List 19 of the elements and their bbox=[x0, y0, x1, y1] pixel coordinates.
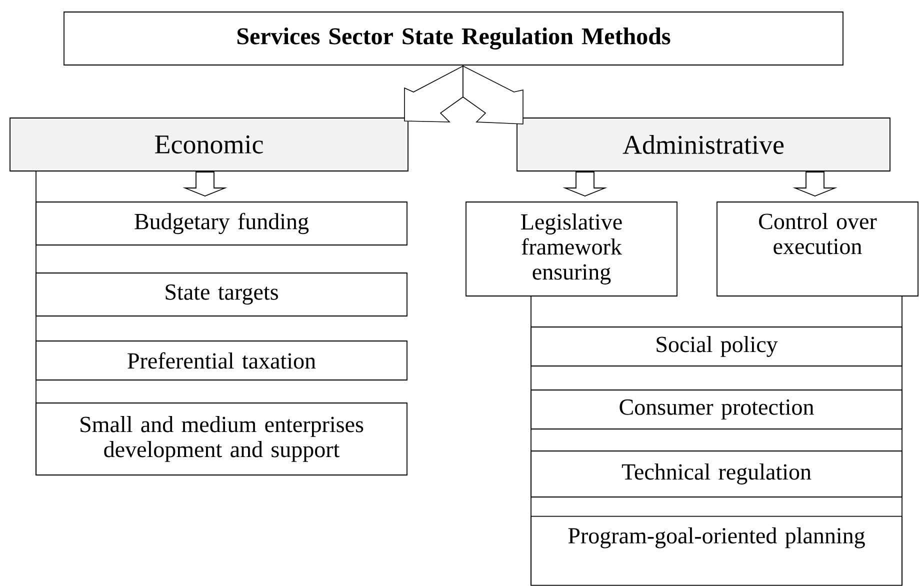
method-box: Technical regulation bbox=[530, 450, 902, 498]
method-box: Budgetary funding bbox=[36, 202, 408, 246]
block-arrow bbox=[792, 172, 838, 196]
method-box: Control over execution bbox=[716, 202, 918, 296]
method-box: Legislative framework ensuring bbox=[466, 202, 678, 296]
block-arrow bbox=[562, 172, 608, 196]
connector-line bbox=[530, 296, 532, 586]
method-box: Consumer protection bbox=[530, 390, 902, 430]
block-arrow bbox=[404, 65, 464, 122]
category-box: Administrative bbox=[516, 118, 890, 172]
method-box: Social policy bbox=[530, 326, 902, 366]
method-box: State targets bbox=[36, 272, 408, 316]
block-arrow bbox=[182, 172, 228, 196]
block-arrow bbox=[462, 65, 524, 124]
method-box: Preferential taxation bbox=[36, 340, 408, 380]
method-box: Small and medium enterprises development and support bbox=[36, 402, 408, 476]
category-box: Economic bbox=[10, 118, 408, 172]
method-box: Program-goal-oriented planning bbox=[530, 516, 902, 586]
title-box: Services Sector State Regulation Methods bbox=[64, 12, 844, 66]
